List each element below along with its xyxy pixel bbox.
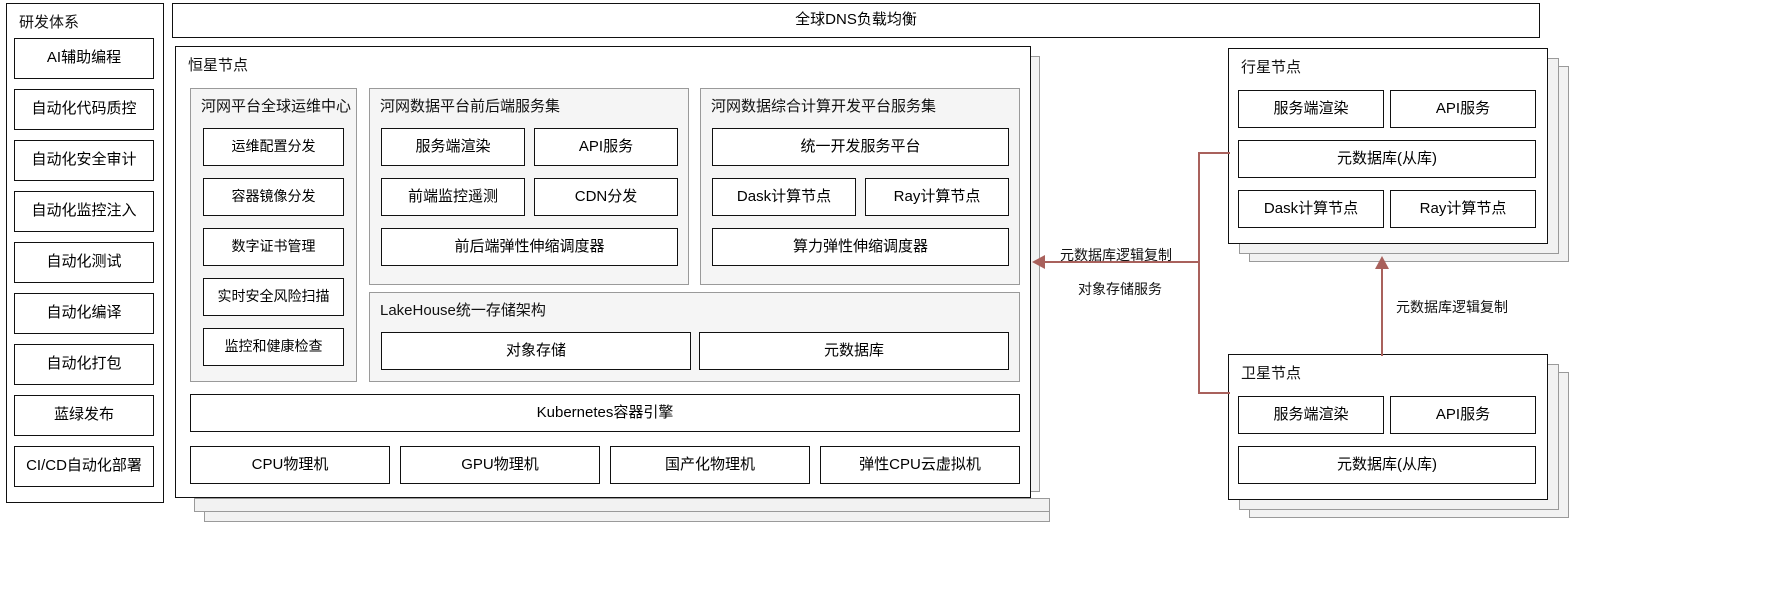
planet-node-item-label: 元数据库(从库)	[1337, 149, 1437, 167]
compute-platform-item-dask-node[interactable]: Dask计算节点	[712, 178, 856, 216]
devops-item-label: 自动化代码质控	[31, 100, 137, 118]
devops-item-label: CI/CD自动化部署	[26, 457, 142, 475]
ops-center-item-image-distribution[interactable]: 容器镜像分发	[203, 178, 344, 216]
devops-item-auto-monitor-injection[interactable]: 自动化监控注入	[14, 191, 154, 232]
connector-to-star-arrowhead	[1032, 255, 1045, 269]
star-node-title: 恒星节点	[188, 57, 249, 74]
satellite-node-item-api-service[interactable]: API服务	[1390, 396, 1536, 434]
connector-planet-to-star-top-stub	[1198, 152, 1230, 154]
planet-node-item-label: Dask计算节点	[1263, 199, 1359, 217]
planet-node-item-label: Ray计算节点	[1419, 199, 1507, 217]
lakehouse-item-label: 对象存储	[505, 341, 566, 359]
ops-center-item-config-distribution[interactable]: 运维配置分发	[203, 128, 344, 166]
planet-node-item-label: 服务端渲染	[1273, 99, 1349, 117]
infra-item-label: GPU物理机	[461, 455, 539, 473]
devops-column-title: 研发体系	[19, 14, 80, 31]
devops-item-blue-green-release[interactable]: 蓝绿发布	[14, 395, 154, 436]
devops-item-label: 自动化安全审计	[31, 151, 137, 169]
satellite-node-item-metadata-replica[interactable]: 元数据库(从库)	[1238, 446, 1536, 484]
lakehouse-title: LakeHouse统一存储架构	[380, 302, 546, 319]
web-services-item-label: 前后端弹性伸缩调度器	[454, 237, 605, 255]
ops-center-item-certificate-management[interactable]: 数字证书管理	[203, 228, 344, 266]
compute-platform-item-unified-dev-service-platform[interactable]: 统一开发服务平台	[712, 128, 1009, 166]
devops-item-cicd-auto-deploy[interactable]: CI/CD自动化部署	[14, 446, 154, 487]
ops-center-item-realtime-security-scan[interactable]: 实时安全风险扫描	[203, 278, 344, 316]
planet-node-title: 行星节点	[1241, 59, 1302, 76]
devops-item-label: AI辅助编程	[46, 49, 122, 67]
planet-node-item-dask-node[interactable]: Dask计算节点	[1238, 190, 1384, 228]
infra-item-label: CPU物理机	[251, 455, 329, 473]
infra-item-gpu-server[interactable]: GPU物理机	[400, 446, 600, 484]
infra-item-domestic-server[interactable]: 国产化物理机	[610, 446, 810, 484]
ops-center-item-label: 容器镜像分发	[231, 188, 316, 205]
satellite-node-item-label: 服务端渲染	[1273, 405, 1349, 423]
compute-platform-item-ray-node[interactable]: Ray计算节点	[865, 178, 1009, 216]
compute-platform-item-compute-elastic-scheduler[interactable]: 算力弹性伸缩调度器	[712, 228, 1009, 266]
satellite-node-item-label: API服务	[1435, 405, 1491, 423]
devops-item-auto-package[interactable]: 自动化打包	[14, 344, 154, 385]
planet-node-item-metadata-replica[interactable]: 元数据库(从库)	[1238, 140, 1536, 178]
infra-item-label: 弹性CPU云虚拟机	[859, 455, 981, 473]
ops-center-title: 河网平台全球运维中心	[201, 98, 352, 115]
satellite-node-item-ssr[interactable]: 服务端渲染	[1238, 396, 1384, 434]
web-services-item-label: CDN分发	[574, 187, 638, 205]
connector-label-metadata-logical-replication-planet: 元数据库逻辑复制	[1396, 299, 1508, 315]
devops-item-auto-test[interactable]: 自动化测试	[14, 242, 154, 283]
devops-item-auto-code-quality[interactable]: 自动化代码质控	[14, 89, 154, 130]
ops-center-item-label: 数字证书管理	[231, 238, 316, 255]
web-services-item-label: 服务端渲染	[415, 137, 491, 155]
web-services-item-api-service[interactable]: API服务	[534, 128, 678, 166]
devops-item-ai-assisted-coding[interactable]: AI辅助编程	[14, 38, 154, 79]
lakehouse-item-label: 元数据库	[823, 341, 884, 359]
global-dns-load-balancer-label: 全球DNS负载均衡	[795, 11, 917, 29]
planet-node-item-api-service[interactable]: API服务	[1390, 90, 1536, 128]
satellite-node-item-label: 元数据库(从库)	[1337, 455, 1437, 473]
web-services-title: 河网数据平台前后端服务集	[380, 98, 561, 115]
devops-item-label: 自动化测试	[46, 253, 122, 271]
connector-planet-to-star-bottom-stub	[1198, 392, 1230, 394]
satellite-node-title: 卫星节点	[1241, 365, 1302, 382]
infra-item-elastic-cpu-vm[interactable]: 弹性CPU云虚拟机	[820, 446, 1020, 484]
connector-label-metadata-logical-replication-star: 元数据库逻辑复制	[1060, 247, 1172, 263]
ops-center-item-label: 监控和健康检查	[224, 338, 323, 355]
ops-center-item-label: 实时安全风险扫描	[217, 288, 330, 305]
lakehouse-item-object-storage[interactable]: 对象存储	[381, 332, 691, 370]
devops-item-label: 自动化打包	[46, 355, 122, 373]
infra-item-label: 国产化物理机	[664, 455, 755, 473]
web-services-item-label: 前端监控遥测	[407, 187, 498, 205]
planet-node-item-ray-node[interactable]: Ray计算节点	[1390, 190, 1536, 228]
planet-node-item-ssr[interactable]: 服务端渲染	[1238, 90, 1384, 128]
kubernetes-engine-label: Kubernetes容器引擎	[536, 403, 674, 421]
web-services-item-elastic-scaling-scheduler[interactable]: 前后端弹性伸缩调度器	[381, 228, 678, 266]
web-services-item-label: API服务	[578, 137, 634, 155]
ops-center-item-monitoring-health-check[interactable]: 监控和健康检查	[203, 328, 344, 366]
connector-label-object-storage-service: 对象存储服务	[1078, 281, 1162, 297]
global-dns-load-balancer-bar[interactable]: 全球DNS负载均衡	[172, 3, 1540, 38]
devops-item-auto-security-audit[interactable]: 自动化安全审计	[14, 140, 154, 181]
connector-satellite-to-planet-arrowhead	[1375, 256, 1389, 269]
web-services-item-frontend-telemetry[interactable]: 前端监控遥测	[381, 178, 525, 216]
kubernetes-engine-bar[interactable]: Kubernetes容器引擎	[190, 394, 1020, 432]
compute-platform-item-label: 算力弹性伸缩调度器	[792, 237, 928, 255]
connector-satellite-to-planet-vertical	[1381, 268, 1383, 356]
star-node-stack-sheet-mid	[194, 498, 1050, 512]
lakehouse-item-metadata-database[interactable]: 元数据库	[699, 332, 1009, 370]
web-services-item-cdn-distribution[interactable]: CDN分发	[534, 178, 678, 216]
planet-node-item-label: API服务	[1435, 99, 1491, 117]
devops-item-auto-compile[interactable]: 自动化编译	[14, 293, 154, 334]
compute-platform-item-label: Dask计算节点	[736, 187, 832, 205]
connector-to-star-horizontal	[1044, 261, 1200, 263]
compute-platform-item-label: 统一开发服务平台	[800, 137, 921, 155]
devops-item-label: 蓝绿发布	[53, 406, 114, 424]
devops-item-label: 自动化编译	[46, 304, 122, 322]
ops-center-item-label: 运维配置分发	[231, 138, 316, 155]
connector-planet-to-star-vertical	[1198, 152, 1200, 394]
compute-platform-item-label: Ray计算节点	[893, 187, 981, 205]
web-services-item-ssr[interactable]: 服务端渲染	[381, 128, 525, 166]
devops-item-label: 自动化监控注入	[31, 202, 137, 220]
compute-platform-title: 河网数据综合计算开发平台服务集	[711, 98, 937, 115]
infra-item-cpu-server[interactable]: CPU物理机	[190, 446, 390, 484]
